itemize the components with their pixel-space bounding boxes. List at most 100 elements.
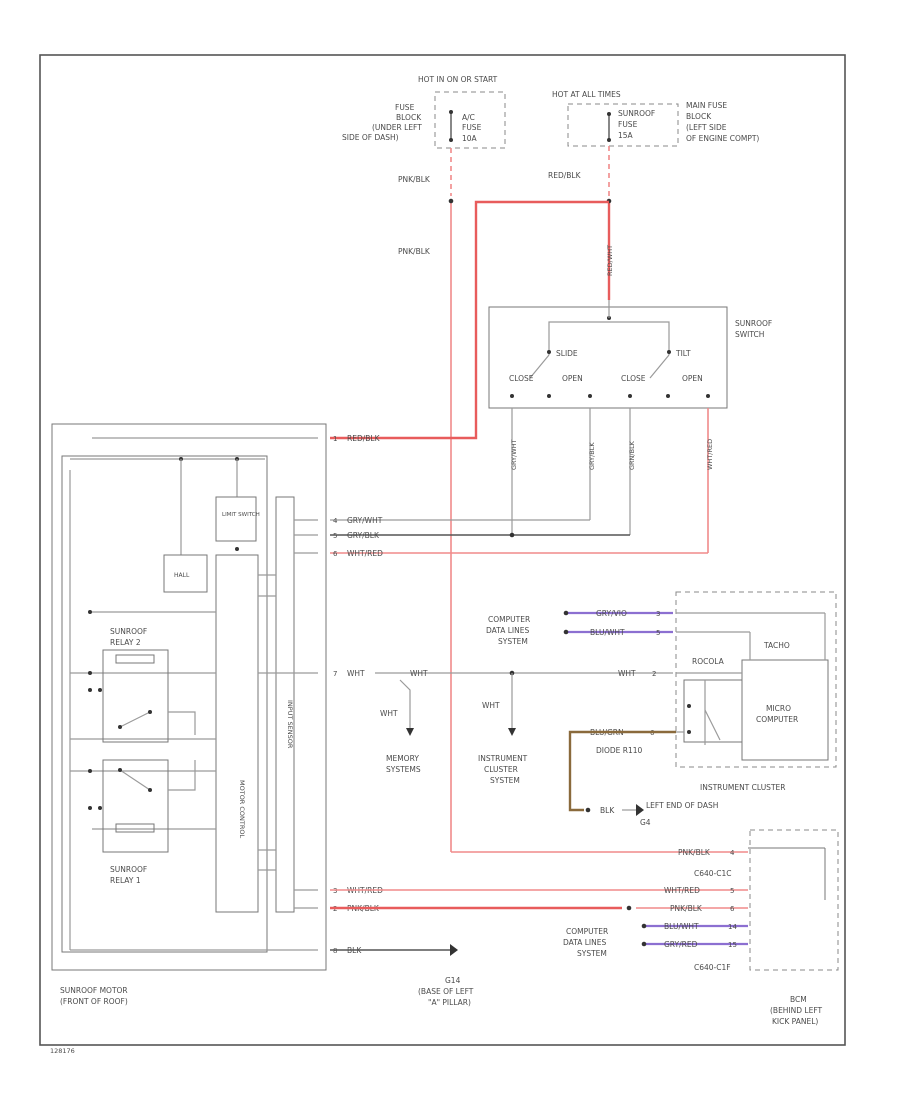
relay1-name-2: RELAY 1	[110, 876, 141, 885]
switch-slide: SLIDE	[556, 349, 578, 358]
switch-tilt: TILT	[675, 349, 691, 358]
bcm-pin-14: 14	[728, 923, 737, 931]
cluster-label-rocola: ROCOLA	[692, 657, 725, 666]
motor-pin-8: 8	[333, 947, 337, 955]
motor-wire-1: RED/BLK	[347, 434, 381, 443]
bcm-pin-15: 15	[728, 941, 737, 949]
wht-label-b: WHT	[380, 709, 398, 718]
diagram-frame	[39, 54, 846, 1046]
switch-wire-4: WHT/RED	[706, 439, 714, 470]
relay2-name-1: SUNROOF	[110, 627, 147, 636]
power-right-loc-3: (LEFT SIDE	[686, 123, 727, 132]
ground-b-2: G4	[640, 818, 651, 827]
motor-name-2: (FRONT OF ROOF)	[60, 997, 128, 1006]
motor-pin-6: 6	[333, 550, 338, 558]
power-right-fuse-amp: 15A	[618, 131, 634, 140]
relay2-name-2: RELAY 2	[110, 638, 141, 647]
power-right-fuse-2: FUSE	[618, 120, 638, 129]
comp-data-top-1: COMPUTER	[488, 615, 530, 624]
motor-wire-6: WHT/RED	[347, 549, 383, 558]
comp-data-bottom-1: COMPUTER	[566, 927, 608, 936]
cluster-ground-wire: BLK	[600, 806, 615, 815]
motor-pin-7: 7	[333, 670, 337, 678]
bcm-connector-top: C640-C1C	[694, 869, 732, 878]
cluster-pin-2: 2	[652, 670, 656, 678]
motor-sensor-label: INPUT SENSOR	[286, 700, 294, 749]
power-right-header: HOT AT ALL TIMES	[552, 90, 621, 99]
motor-pin-4: 4	[333, 517, 338, 525]
cluster-pin-5: 5	[656, 629, 660, 637]
cluster-micro-2: COMPUTER	[756, 715, 798, 724]
cluster-wire-2: BLU/WHT	[590, 628, 625, 637]
switch-pin-tilt-close: CLOSE	[621, 374, 646, 383]
inst-sys-2: CLUSTER	[484, 765, 518, 774]
motor-wire-7: WHT	[347, 669, 365, 678]
comp-data-top-3: SYSTEM	[498, 637, 528, 646]
power-right-loc-1: MAIN FUSE	[686, 101, 727, 110]
power-right-wire: RED/BLK	[548, 171, 582, 180]
power-right-loc-4: OF ENGINE COMPT)	[686, 134, 759, 143]
motor-wire-5: GRY/BLK	[347, 531, 380, 540]
ground-a-1: G14	[445, 976, 461, 985]
comp-data-top-2: DATA LINES	[486, 626, 529, 635]
motor-pin-5: 5	[333, 532, 337, 540]
motor-limit-switch: LIMIT SWITCH	[222, 512, 260, 518]
power-left-header: HOT IN ON OR START	[418, 75, 498, 84]
bcm-name-3: KICK PANEL)	[772, 1017, 818, 1026]
motor-control-label: MOTOR CONTROL	[238, 780, 246, 839]
power-left-loc-3: (UNDER LEFT	[372, 123, 422, 132]
motor-wire-4: GRY/WHT	[347, 516, 383, 525]
switch-name-2: SWITCH	[735, 330, 764, 339]
relay1-name-1: SUNROOF	[110, 865, 147, 874]
ground-g14: G14 (BASE OF LEFT "A" PILLAR)	[330, 944, 474, 1007]
cluster-wire-3: WHT	[618, 669, 636, 678]
power-left-loc-1: FUSE	[395, 103, 415, 112]
bcm-wire-4: BLU/WHT	[664, 922, 699, 931]
ground-b-1: LEFT END OF DASH	[646, 801, 718, 810]
bcm-wire-3: PNK/BLK	[670, 904, 703, 913]
switch-wire-2: GRY/BLK	[588, 442, 596, 470]
wht-label-c: WHT	[482, 701, 500, 710]
cluster-micro-1: MICRO	[766, 704, 791, 713]
instrument-cluster: MICRO COMPUTER TACHO ROCOLA DIODE R110 I…	[568, 591, 837, 827]
diagram-footer-id: 128176	[50, 1047, 75, 1055]
power-left-fuse-2: FUSE	[462, 123, 482, 132]
bcm-wire-5: GRY/RED	[664, 940, 698, 949]
power-source-left: HOT IN ON OR START A/C FUSE 10A FUSE BLO…	[342, 75, 506, 184]
bcm-connector-bottom: C640-C1F	[694, 963, 731, 972]
cluster-wire-1: GRY/VIO	[596, 609, 627, 618]
motor-name-1: SUNROOF MOTOR	[60, 986, 128, 995]
bcm-pin-4: 4	[730, 849, 735, 857]
bcm-wire-1: PNK/BLK	[678, 848, 711, 857]
switch-pin-tilt-open: OPEN	[682, 374, 703, 383]
power-source-right: HOT AT ALL TIMES SUNROOF FUSE 15A MAIN F…	[548, 90, 759, 180]
motor-hall: HALL	[174, 572, 190, 579]
bcm-name-1: BCM	[790, 995, 807, 1004]
cluster-pin-3: 3	[656, 610, 660, 618]
power-left-fuse-1: A/C	[462, 113, 475, 122]
switch-wire-3: GRN/BLK	[628, 440, 636, 470]
memory-1: MEMORY	[386, 754, 419, 763]
inst-sys-3: SYSTEM	[490, 776, 520, 785]
motor-connector: 1 RED/BLK 4 GRY/WHT 5 GRY/BLK 6 WHT/RED …	[333, 434, 383, 955]
sunroof-motor: LIMIT SWITCH HALL MOTOR CONTROL INPUT SE…	[51, 423, 327, 1006]
switch-wire-1: GRY/WHT	[510, 439, 518, 470]
power-left-loc-4: SIDE OF DASH)	[342, 133, 399, 142]
power-left-wire: PNK/BLK	[398, 175, 431, 184]
inst-sys-1: INSTRUMENT	[478, 754, 528, 763]
motor-pin-1: 1	[333, 435, 337, 443]
switch-pin-slide-open: OPEN	[562, 374, 583, 383]
wht-label-a: WHT	[410, 669, 428, 678]
motor-feed-wire	[330, 200, 609, 440]
switch-feed-wire: RED/WHT	[606, 245, 614, 276]
ground-a-3: "A" PILLAR)	[428, 998, 471, 1007]
switch-pin-slide-close: CLOSE	[509, 374, 534, 383]
memory-2: SYSTEMS	[386, 765, 421, 774]
power-right-fuse-1: SUNROOF	[618, 109, 655, 118]
motor-pin-3: 3	[333, 887, 337, 895]
comp-data-bottom-3: SYSTEM	[577, 949, 607, 958]
cluster-name: INSTRUMENT CLUSTER	[700, 783, 785, 792]
comp-data-bottom-2: DATA LINES	[563, 938, 606, 947]
bcm-pin-5: 5	[730, 887, 734, 895]
